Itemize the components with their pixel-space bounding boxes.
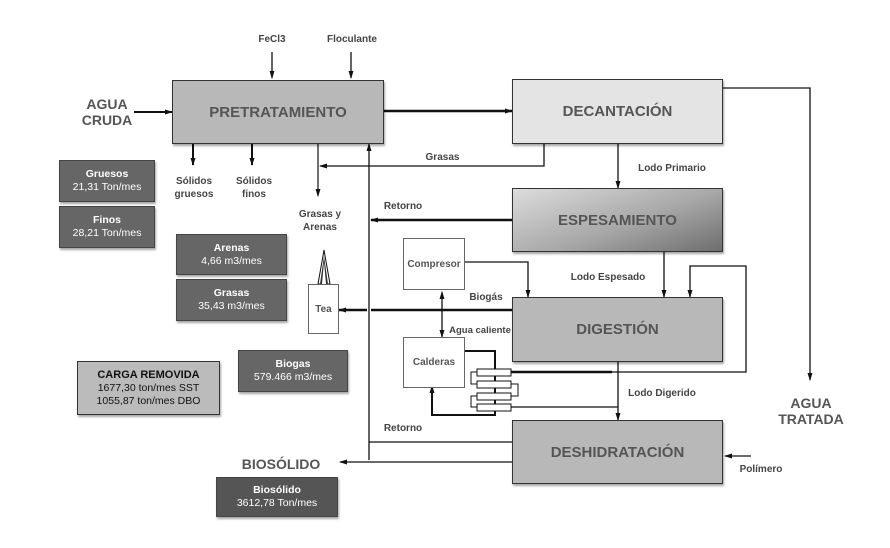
process-digestion[interactable]: DIGESTIÓN bbox=[512, 297, 723, 362]
agua-tratada-line2: TRATADA bbox=[778, 411, 844, 427]
biogas-flow-label: Biogás bbox=[469, 292, 503, 303]
stat-carga-line1: 1677,30 ton/mes SST bbox=[97, 381, 200, 394]
espesamiento-label: ESPESAMIENTO bbox=[558, 211, 677, 229]
agua-caliente-label: Agua caliente bbox=[449, 325, 511, 336]
stat-finos-title: Finos bbox=[93, 214, 121, 226]
lodo-primario-label: Lodo Primario bbox=[638, 163, 706, 174]
stat-gruesos-title: Gruesos bbox=[85, 168, 129, 180]
decantacion-label: DECANTACIÓN bbox=[562, 103, 673, 120]
deshidratacion-label: DESHIDRATACIÓN bbox=[550, 443, 685, 461]
agua-cruda-line1: AGUA bbox=[86, 96, 128, 112]
biosolido-label: BIOSÓLIDO bbox=[241, 456, 321, 472]
retorno-label-2: Retorno bbox=[383, 423, 423, 434]
equipment-compresor[interactable]: Compresor bbox=[403, 238, 465, 290]
process-deshidratacion[interactable]: DESHIDRATACIÓN bbox=[512, 420, 723, 484]
stat-finos-value: 28,21 Ton/mes bbox=[72, 227, 142, 239]
stat-biosolido-title: Biosólido bbox=[253, 484, 301, 496]
calderas-label: Calderas bbox=[412, 357, 456, 368]
solidos-finos-line2: finos bbox=[242, 189, 266, 200]
agua-cruda-line2: CRUDA bbox=[81, 112, 133, 128]
grasas-flow-label: Grasas bbox=[425, 152, 460, 163]
stat-arenas-title: Arenas bbox=[213, 241, 250, 254]
floculante-label: Floculante bbox=[326, 34, 377, 45]
equipment-calderas[interactable]: Calderas bbox=[403, 337, 465, 388]
polimero-label: Polímero bbox=[739, 464, 783, 475]
solidos-gruesos-line1: Sólidos bbox=[175, 176, 213, 187]
retorno-label-1: Retorno bbox=[383, 201, 423, 212]
stat-gruesos-value: 21,31 Ton/mes bbox=[72, 181, 142, 193]
stat-arenas-value: 4,66 m3/mes bbox=[201, 254, 262, 267]
solidos-gruesos-line2: gruesos bbox=[174, 189, 214, 200]
digestion-label: DIGESTIÓN bbox=[576, 321, 659, 338]
process-pretratamiento[interactable]: PRETRATAMIENTO bbox=[172, 80, 384, 144]
fecl3-label: FeCl3 bbox=[258, 34, 286, 45]
stat-carga-line2: 1055,87 ton/mes DBO bbox=[96, 394, 201, 407]
equipment-tea[interactable]: Tea bbox=[308, 284, 339, 334]
stat-grasas-title: Grasas bbox=[213, 287, 250, 299]
tea-label: Tea bbox=[315, 303, 332, 315]
grasas-arenas-label: Grasas y Arenas bbox=[294, 208, 346, 234]
compresor-digestion-line bbox=[465, 261, 531, 298]
stat-grasas-value: 35,43 m3/mes bbox=[198, 300, 265, 312]
process-decantacion[interactable]: DECANTACIÓN bbox=[512, 79, 723, 144]
lodo-digerido-label: Lodo Digerido bbox=[628, 388, 696, 399]
grasas-line bbox=[319, 144, 545, 169]
stat-biosolido-value: 3612,78 Ton/mes bbox=[236, 497, 318, 509]
compresor-label: Compresor bbox=[407, 258, 461, 270]
solidos-gruesos-label: Sólidos gruesos bbox=[170, 175, 218, 201]
grasas-arenas-line1: Grasas y bbox=[298, 209, 342, 220]
flame-icon bbox=[317, 249, 331, 285]
process-espesamiento[interactable]: ESPESAMIENTO bbox=[512, 188, 723, 252]
stat-biogas-value: 579.466 m3/mes bbox=[253, 371, 333, 383]
pretratamiento-label: PRETRATAMIENTO bbox=[209, 103, 347, 121]
heat-exchanger bbox=[476, 368, 512, 377]
solidos-finos-line1: Sólidos bbox=[235, 176, 273, 187]
agua-tratada-line1: AGUA bbox=[790, 395, 832, 411]
grasas-arenas-line2: Arenas bbox=[303, 222, 337, 233]
agua-tratada-line bbox=[722, 87, 813, 381]
solidos-finos-label: Sólidos finos bbox=[230, 175, 278, 201]
recirculation-loop bbox=[610, 265, 747, 373]
lodo-espesado-label: Lodo Espesado bbox=[570, 272, 646, 283]
stat-biogas-title: Biogas bbox=[275, 358, 311, 370]
stat-carga-title: CARGA REMOVIDA bbox=[97, 368, 200, 381]
